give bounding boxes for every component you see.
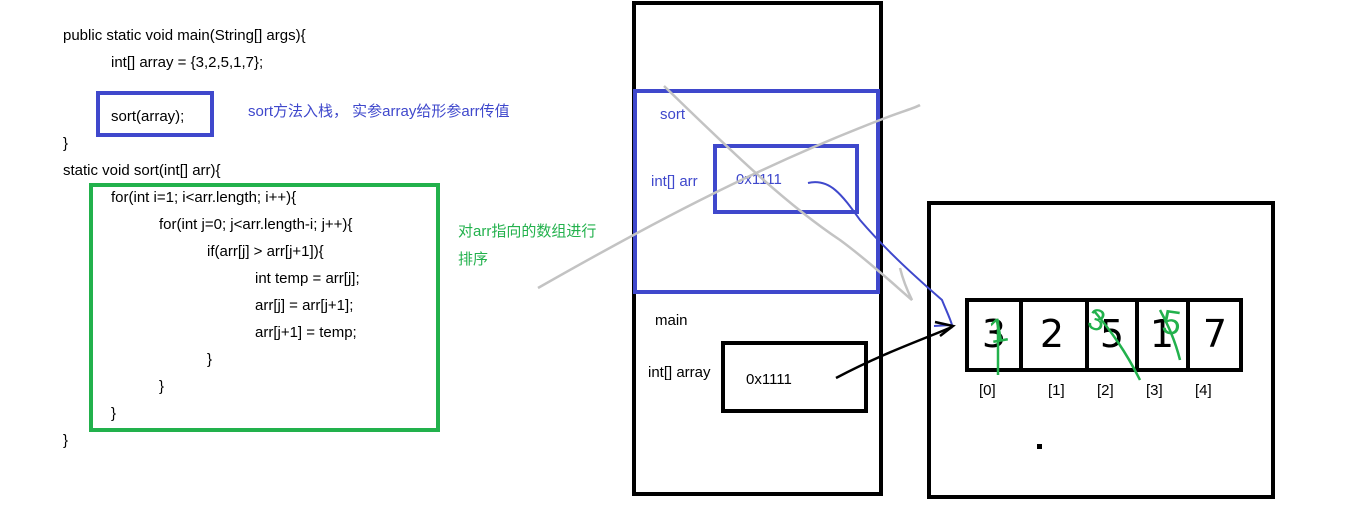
code-line-if: if(arr[j] > arr[j+1]){ <box>207 243 324 260</box>
sort-frame-name: sort <box>660 106 686 123</box>
array-cell-value: 3 <box>981 312 1007 356</box>
heap-memory <box>927 201 1275 499</box>
sort-body-highlight <box>89 183 440 432</box>
main-frame-var-label: int[] array <box>648 364 711 381</box>
black-arrow-head-icon <box>934 320 956 337</box>
black-reference-arrow <box>835 325 953 380</box>
sort-array-annotation-line2: 排序 <box>458 251 489 268</box>
sort-frame-var-box <box>713 144 859 214</box>
code-line-sort-signature: static void sort(int[] arr){ <box>63 162 221 179</box>
code-line-sort-close: } <box>63 432 69 449</box>
array-index-3: [3] <box>1146 382 1163 399</box>
array-cell-1: 2 <box>1027 298 1077 372</box>
sort-stack-frame <box>633 89 880 294</box>
array-divider <box>1135 298 1139 372</box>
array-index-1: [1] <box>1048 382 1065 399</box>
array-cell-value: 7 <box>1202 312 1228 356</box>
main-frame-name: main <box>655 312 688 329</box>
code-line-main-close: } <box>63 135 69 152</box>
green-strike-3 <box>1158 309 1182 361</box>
array-index-4: [4] <box>1195 382 1212 399</box>
code-line-outer-close: } <box>111 405 117 422</box>
heap-dot <box>1037 444 1042 449</box>
sort-push-annotation: sort方法入栈， 实参array给形参arr传值 <box>248 103 510 120</box>
main-frame-var-value: 0x1111 <box>746 371 792 388</box>
gray-scribble-long <box>537 103 921 290</box>
code-line-swap-2: arr[j+1] = temp; <box>255 324 357 341</box>
code-line-temp: int temp = arr[j]; <box>255 270 360 287</box>
green-strike-2 <box>1094 311 1142 381</box>
array-cell-value: 2 <box>1039 312 1065 356</box>
array-divider <box>1019 298 1023 372</box>
array-cell-0: 3 <box>969 298 1019 372</box>
code-line-main-signature: public static void main(String[] args){ <box>63 27 306 44</box>
sort-frame-var-value: 0x1111 <box>736 171 782 188</box>
array-divider <box>1085 298 1089 372</box>
code-line-swap-1: arr[j] = arr[j+1]; <box>255 297 354 314</box>
sort-call-highlight <box>96 91 214 137</box>
code-line-inner-close: } <box>159 378 165 395</box>
array-index-2: [2] <box>1097 382 1114 399</box>
array-index-0: [0] <box>979 382 996 399</box>
code-line-sort-call: sort(array); <box>111 108 185 125</box>
array-divider <box>1186 298 1190 372</box>
code-line-inner-for: for(int j=0; j<arr.length-i; j++){ <box>159 216 353 233</box>
array-container <box>965 298 1243 372</box>
code-line-array-decl: int[] array = {3,2,5,1,7}; <box>111 54 264 71</box>
main-frame-var-box <box>721 341 868 413</box>
array-cell-4: 7 <box>1190 298 1240 372</box>
code-line-outer-for: for(int i=1; i<arr.length; i++){ <box>111 189 297 206</box>
code-line-if-close: } <box>207 351 213 368</box>
sort-frame-var-label: int[] arr <box>651 173 698 190</box>
sort-array-annotation-line1: 对arr指向的数组进行 <box>458 223 597 240</box>
blue-reference-arrow <box>807 181 954 327</box>
gray-scribble-cross <box>663 85 914 301</box>
